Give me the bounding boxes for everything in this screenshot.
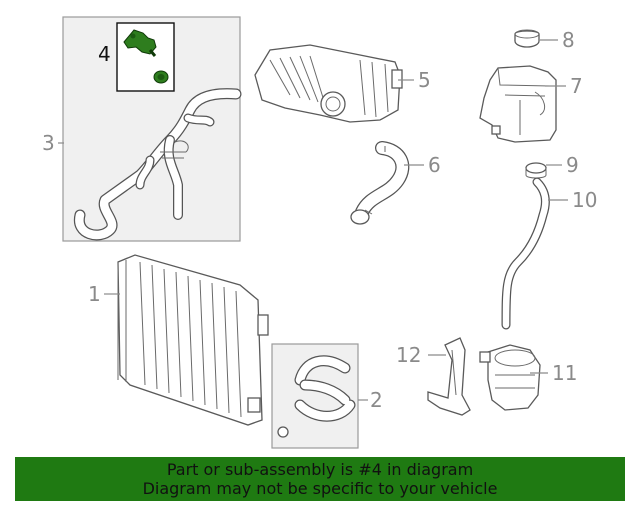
callout-11: 11 <box>552 361 577 385</box>
leader-lines <box>58 39 568 401</box>
part-11-pump <box>479 344 541 411</box>
part-9-clamp <box>525 162 547 179</box>
info-banner: Part or sub-assembly is #4 in diagram Di… <box>15 457 625 501</box>
callout-3: 3 <box>42 131 55 155</box>
part-5-charge-air-cooler <box>254 44 403 123</box>
part-1-radiator <box>117 254 269 426</box>
callout-4: 4 <box>98 42 111 66</box>
banner-line-1: Part or sub-assembly is #4 in diagram <box>166 460 474 479</box>
callout-5: 5 <box>418 68 431 92</box>
part-10-hose <box>501 177 550 330</box>
callout-8: 8 <box>562 28 575 52</box>
part-12-bracket <box>427 337 471 416</box>
callout-2: 2 <box>370 388 383 412</box>
part-6-hose <box>350 141 410 225</box>
callout-12: 12 <box>396 343 421 367</box>
callout-10: 10 <box>572 188 597 212</box>
part-8-cap <box>514 29 540 48</box>
callout-6: 6 <box>428 153 441 177</box>
part-7-reservoir <box>479 65 557 143</box>
callout-labels: 3 4 5 6 7 8 9 10 1 2 12 11 <box>42 28 597 412</box>
banner-line-2: Diagram may not be specific to your vehi… <box>142 479 498 498</box>
callout-7: 7 <box>570 74 583 98</box>
callout-1: 1 <box>88 282 101 306</box>
callout-9: 9 <box>566 153 579 177</box>
hoses-group-2 <box>271 343 359 449</box>
part-4-highlight-box <box>116 22 175 92</box>
